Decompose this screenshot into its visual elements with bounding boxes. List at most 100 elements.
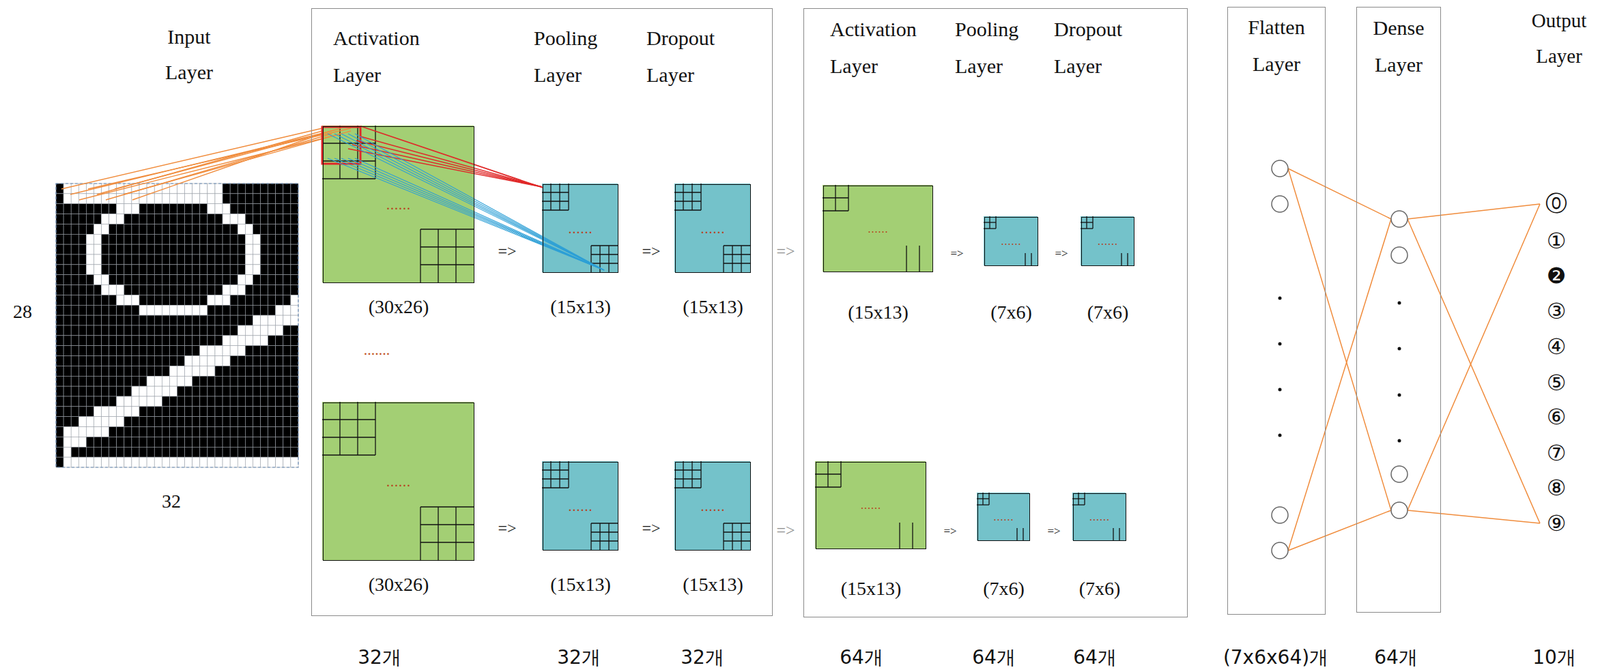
input-pixel bbox=[252, 305, 261, 316]
cell-grid bbox=[815, 473, 841, 475]
input-pixel bbox=[86, 436, 94, 448]
input-pixel bbox=[283, 436, 291, 448]
input-pixel bbox=[260, 305, 269, 316]
cell-grid bbox=[731, 523, 733, 551]
input-pixel bbox=[252, 204, 261, 215]
input-pixel bbox=[245, 457, 253, 468]
input-pixel bbox=[86, 254, 94, 265]
input-pixel bbox=[184, 234, 193, 245]
input-pixel bbox=[230, 417, 238, 428]
cell-grid bbox=[356, 402, 358, 456]
input-pixel bbox=[252, 234, 261, 245]
output-link bbox=[1407, 204, 1540, 220]
input-pixel bbox=[237, 365, 246, 377]
feature-map: ......(15x13) bbox=[823, 185, 934, 273]
input-pixel bbox=[63, 193, 71, 205]
input-pixel bbox=[101, 294, 110, 306]
input-pixel bbox=[268, 214, 276, 225]
input-pixel bbox=[237, 386, 246, 397]
cell-grid bbox=[911, 522, 913, 549]
input-pixel bbox=[222, 315, 231, 326]
input-pixel bbox=[146, 254, 155, 265]
input-pixel bbox=[131, 365, 140, 377]
input-pixel bbox=[215, 275, 223, 286]
input-pixel bbox=[93, 315, 102, 326]
cell-grid bbox=[918, 245, 920, 272]
input-pixel bbox=[161, 264, 170, 276]
input-pixel bbox=[124, 396, 132, 407]
feature-map: ......(7x6) bbox=[1073, 493, 1127, 542]
input-pixel bbox=[260, 254, 269, 265]
input-pixel bbox=[237, 417, 246, 428]
input-pixel bbox=[260, 223, 269, 235]
cell-grid bbox=[591, 522, 618, 524]
input-pixel bbox=[109, 234, 117, 245]
count-label: 64개 bbox=[1374, 645, 1418, 671]
input-pixel bbox=[283, 234, 291, 245]
feature-map-fill bbox=[815, 461, 926, 549]
input-pixel bbox=[275, 254, 284, 265]
input-pixel bbox=[184, 305, 193, 316]
input-pixel bbox=[63, 325, 71, 336]
dimension-label: 32 bbox=[161, 490, 181, 513]
input-pixel bbox=[131, 346, 140, 357]
input-pixel bbox=[260, 406, 269, 418]
input-pixel bbox=[124, 376, 132, 387]
input-pixel bbox=[184, 193, 193, 205]
input-pixel bbox=[78, 204, 87, 215]
input-pixel bbox=[139, 275, 147, 286]
input-pixel bbox=[184, 315, 193, 326]
input-pixel bbox=[268, 376, 276, 387]
pooling-line bbox=[341, 133, 605, 271]
input-pixel bbox=[222, 223, 231, 235]
map-size-label: (15x13) bbox=[847, 301, 909, 324]
input-pixel bbox=[207, 325, 216, 336]
input-pixel bbox=[215, 264, 223, 276]
input-pixel bbox=[63, 305, 71, 316]
input-pixel bbox=[161, 427, 170, 438]
cell-grid bbox=[608, 245, 609, 273]
pooling-line bbox=[354, 158, 605, 271]
input-pixel bbox=[70, 193, 79, 205]
input-pixel bbox=[260, 365, 269, 377]
input-pixel bbox=[207, 285, 216, 296]
input-pixel bbox=[245, 285, 253, 296]
dense-link bbox=[1288, 168, 1392, 220]
input-pixel bbox=[275, 204, 284, 215]
input-pixel bbox=[245, 417, 253, 428]
input-pixel bbox=[268, 346, 276, 357]
cell-grid bbox=[700, 183, 702, 211]
input-pixel bbox=[55, 294, 64, 306]
input-pixel bbox=[237, 406, 246, 418]
input-pixel bbox=[78, 436, 87, 448]
input-pixel bbox=[275, 335, 284, 347]
map-size-label: (15x13) bbox=[550, 574, 611, 596]
input-pixel bbox=[139, 204, 147, 215]
input-pixel bbox=[124, 386, 132, 397]
input-pixel bbox=[275, 356, 284, 367]
ellipsis-dot bbox=[1397, 393, 1402, 398]
input-pixel bbox=[192, 223, 200, 235]
input-pixel bbox=[184, 223, 193, 235]
input-pixel bbox=[78, 325, 87, 336]
input-pixel bbox=[215, 396, 223, 407]
input-pixel bbox=[124, 223, 132, 235]
count-label: 10개 bbox=[1532, 645, 1577, 671]
ellipsis-dot bbox=[1278, 342, 1282, 347]
input-pixel bbox=[245, 264, 253, 276]
input-pixel bbox=[192, 417, 200, 428]
cell-grid bbox=[590, 523, 592, 551]
input-pixel bbox=[109, 457, 117, 468]
input-pixel bbox=[252, 396, 261, 407]
input-pixel bbox=[131, 305, 140, 316]
layer-column-panel: Dense Layer bbox=[1356, 6, 1441, 613]
input-pixel bbox=[290, 275, 299, 286]
cell-grid bbox=[682, 461, 684, 489]
input-pixel bbox=[268, 335, 276, 347]
input-pixel bbox=[245, 315, 253, 326]
input-pixel bbox=[215, 457, 223, 468]
input-pixel bbox=[215, 406, 223, 418]
input-pixel bbox=[245, 183, 253, 194]
input-pixel bbox=[268, 305, 276, 316]
input-pixel bbox=[245, 294, 253, 306]
